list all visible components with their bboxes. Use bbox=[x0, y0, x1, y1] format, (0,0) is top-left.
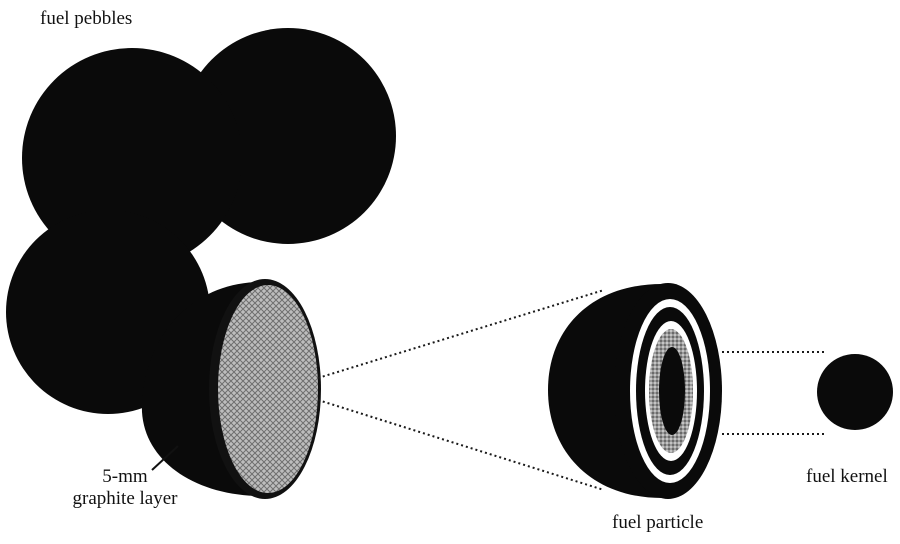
graphite-layer-label-line2: graphite layer bbox=[60, 488, 190, 510]
fuel-pebbles-label: fuel pebbles bbox=[40, 8, 132, 30]
graphite-layer-label-line1: 5-mm bbox=[60, 466, 190, 488]
fuel-particle-label: fuel particle bbox=[612, 512, 703, 534]
graphite-cross-section bbox=[218, 285, 318, 493]
fuel-kernel-sphere bbox=[817, 354, 893, 430]
fuel-particle bbox=[548, 283, 722, 499]
particle-kernel-core bbox=[659, 347, 685, 435]
graphite-layer-label: 5-mm graphite layer bbox=[60, 466, 190, 510]
zoom-lines-particle-to-kernel bbox=[722, 352, 826, 434]
fuel-pebbles-cluster bbox=[6, 28, 396, 499]
fuel-kernel-label: fuel kernel bbox=[806, 466, 888, 488]
